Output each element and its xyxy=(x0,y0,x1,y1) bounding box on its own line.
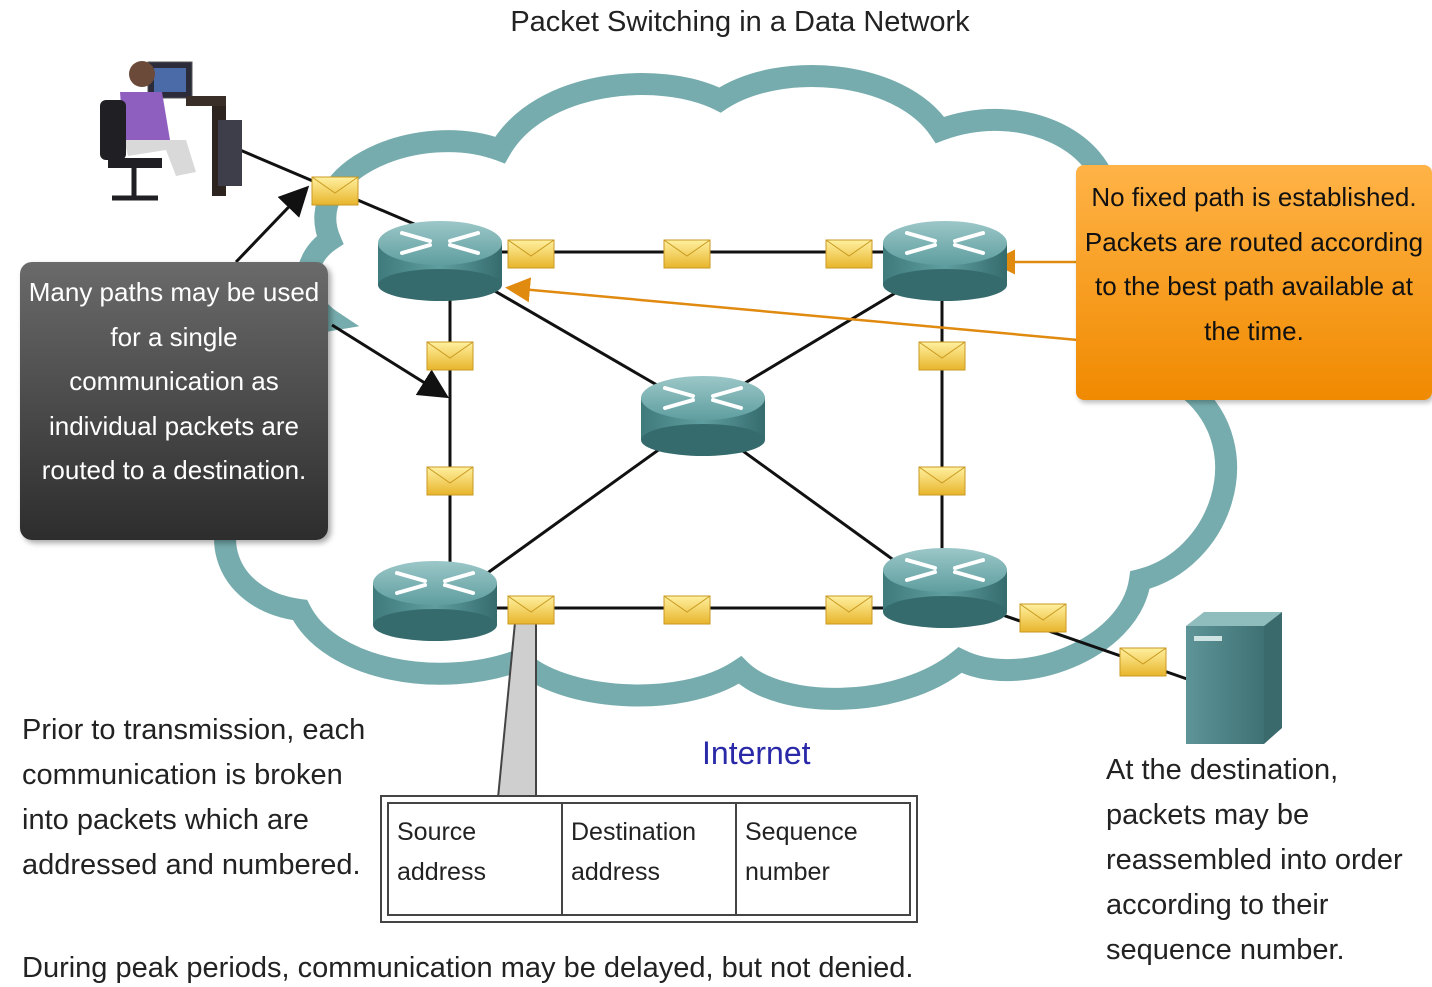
callout-arrow-up xyxy=(234,185,310,264)
envelope-icon xyxy=(1119,647,1167,677)
source-address-field: Source address xyxy=(389,804,563,914)
envelope-icon xyxy=(825,239,873,269)
router-icon xyxy=(883,548,1007,628)
envelope-icon xyxy=(918,341,966,371)
diagram-title: Packet Switching in a Data Network xyxy=(510,6,970,38)
router-icon xyxy=(378,221,502,301)
envelope-icon xyxy=(663,595,711,625)
envelope-icon xyxy=(1019,603,1067,633)
internet-label: Internet xyxy=(702,735,811,771)
envelope-icon xyxy=(507,595,555,625)
transmission-note: Prior to transmission, each communicatio… xyxy=(22,714,366,881)
packet-zoom-pointer xyxy=(496,611,537,799)
packets xyxy=(311,176,1167,677)
router-icon xyxy=(883,221,1007,301)
envelope-icon xyxy=(426,341,474,371)
server-icon xyxy=(1186,612,1282,744)
callout-arrow-right xyxy=(331,323,450,399)
envelope-icon xyxy=(311,176,359,206)
internet-cloud xyxy=(214,65,1237,710)
destination-note: At the destination, packets may be reass… xyxy=(1106,754,1403,966)
envelope-icon xyxy=(918,466,966,496)
destination-address-field: Destination address xyxy=(563,804,737,914)
router-icon xyxy=(373,561,497,641)
many-paths-callout: Many paths may be used for a single comm… xyxy=(20,262,328,540)
no-fixed-path-callout: No fixed path is established. Packets ar… xyxy=(1076,165,1432,400)
envelope-icon xyxy=(825,595,873,625)
sequence-number-field: Sequence number xyxy=(745,818,858,886)
envelope-icon xyxy=(507,239,555,269)
peak-periods-note: During peak periods, communication may b… xyxy=(22,952,914,984)
user-workstation-icon xyxy=(100,61,242,201)
envelope-icon xyxy=(663,239,711,269)
packet-header-table: Source address Destination address Seque… xyxy=(380,795,918,923)
orange-arrow-left xyxy=(505,277,1079,342)
envelope-icon xyxy=(426,466,474,496)
router-icon xyxy=(641,376,765,456)
